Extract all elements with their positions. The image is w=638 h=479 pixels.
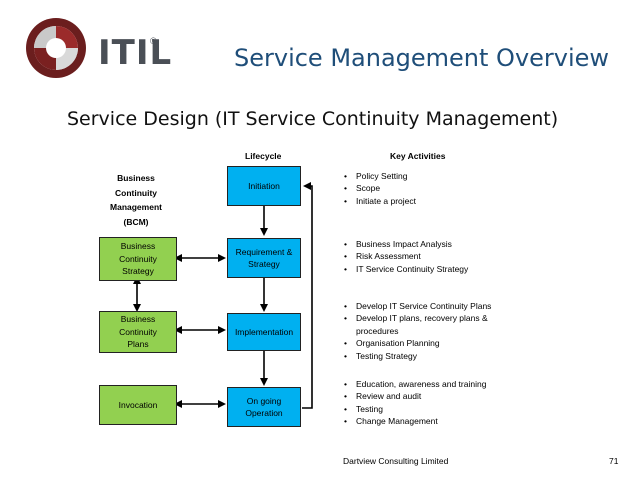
activity-item: IT Service Continuity Strategy — [344, 263, 468, 276]
box-label: Implementation — [234, 326, 294, 337]
arrow-feedback-loop — [302, 182, 313, 409]
box-label: Strategy — [248, 259, 280, 269]
lifecycle-heading: Lifecycle — [245, 151, 282, 161]
slide-title: Service Management Overview — [234, 44, 610, 72]
box-label: On going — [246, 395, 282, 406]
itil-logo — [22, 12, 162, 88]
itil-logo-mark — [26, 18, 86, 78]
slide-subtitle: Service Design (IT Service Continuity Ma… — [67, 108, 559, 130]
box-label: Plans — [127, 339, 149, 350]
lifecycle-box-requirement-strategy: Requirement & Strategy — [227, 238, 301, 278]
box-label: Invocation — [118, 399, 158, 410]
key-activities-heading: Key Activities — [390, 151, 446, 161]
activity-item: Business Impact Analysis — [344, 238, 468, 251]
activity-item: Organisation Planning — [344, 337, 491, 350]
lifecycle-box-initiation: Initiation — [227, 166, 301, 206]
bcm-label-line: Management — [110, 202, 162, 212]
lifecycle-box-implementation: Implementation — [227, 313, 301, 351]
activity-item: Change Management — [344, 415, 486, 428]
activity-item: Policy Setting — [344, 170, 416, 183]
page-number: 71 — [609, 456, 619, 466]
activities-implementation: Develop IT Service Continuity Plans Deve… — [344, 300, 491, 362]
activity-item: Initiate a project — [344, 195, 416, 208]
bcm-box-invocation: Invocation — [99, 385, 177, 425]
activities-requirement-strategy: Business Impact Analysis Risk Assessment… — [344, 238, 468, 276]
lifecycle-box-ongoing-operation: On going Operation — [227, 387, 301, 427]
bcm-label-line: (BCM) — [123, 216, 149, 227]
activity-item: Risk Assessment — [344, 250, 468, 263]
box-label: Initiation — [248, 180, 280, 191]
logo-registered-mark: ® — [150, 36, 157, 46]
box-label: Business — [120, 241, 156, 252]
activities-ongoing-operation: Education, awareness and training Review… — [344, 378, 486, 428]
box-label: Requirement & — [235, 246, 293, 257]
activity-item-continuation: procedures — [356, 325, 399, 336]
activity-item: Testing Strategy — [344, 350, 491, 363]
activity-item: Review and audit — [344, 390, 486, 403]
box-label: Continuity — [119, 326, 157, 337]
bcm-label: Business Continuity Management (BCM) — [96, 171, 176, 229]
logo-text: ITIL — [98, 33, 173, 73]
bcm-box-strategy: Business Continuity Strategy — [99, 237, 177, 281]
footer-company: Dartview Consulting Limited — [343, 456, 449, 466]
activity-item: Education, awareness and training — [344, 378, 486, 391]
bcm-box-plans: Business Continuity Plans — [99, 311, 177, 353]
activity-item: Scope — [344, 182, 416, 195]
activity-item: Develop IT plans, recovery plans & — [344, 312, 491, 325]
activity-item: Develop IT Service Continuity Plans — [344, 300, 491, 313]
bcm-label-line: Business — [117, 173, 155, 183]
box-label: Business — [120, 314, 156, 325]
box-label: Operation — [245, 408, 283, 418]
box-label: Continuity — [119, 253, 157, 264]
activities-initiation: Policy Setting Scope Initiate a project — [344, 170, 416, 208]
activity-item: Testing — [344, 403, 486, 416]
bcm-label-line: Continuity — [114, 187, 158, 198]
box-label: Strategy — [122, 266, 154, 277]
